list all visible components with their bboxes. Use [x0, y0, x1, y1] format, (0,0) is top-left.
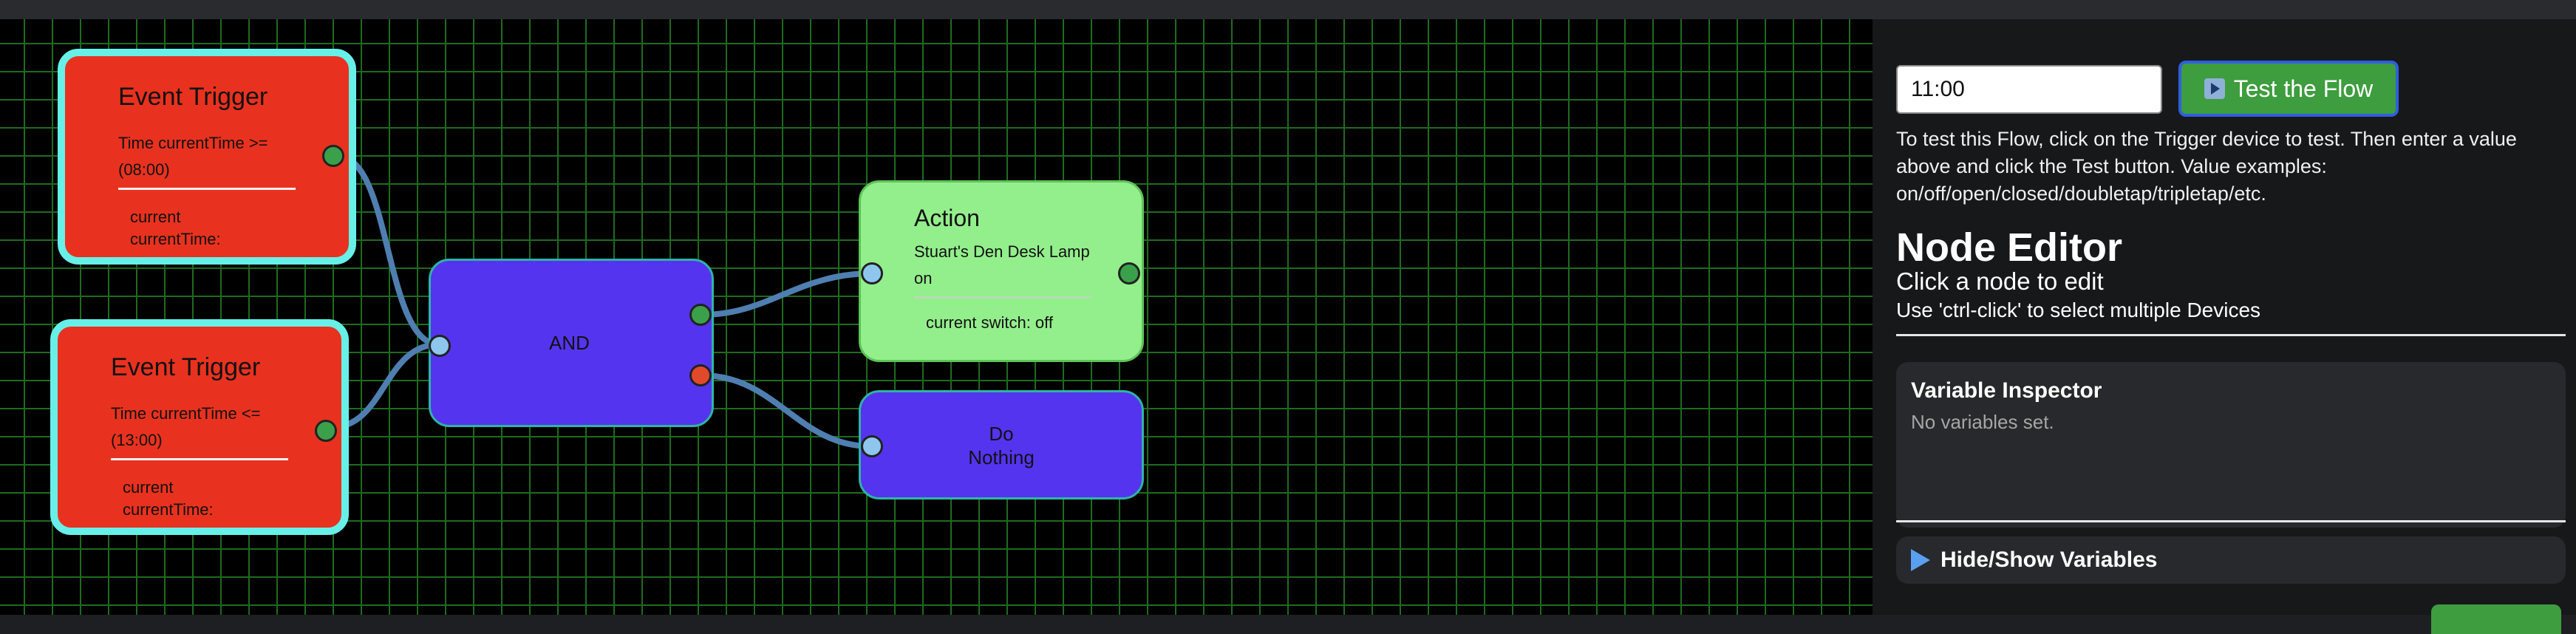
- wire-and-to-action: [701, 270, 873, 318]
- node-condition-value: (08:00): [118, 160, 170, 179]
- action-node[interactable]: Action Stuart's Den Desk Lamp on current…: [859, 180, 1144, 362]
- node-title: Event Trigger: [118, 83, 268, 111]
- output-port[interactable]: [315, 420, 337, 442]
- true-output-port[interactable]: [689, 304, 712, 326]
- hide-show-variables-toggle[interactable]: Hide/Show Variables: [1896, 536, 2566, 584]
- node-divider: [111, 458, 288, 460]
- play-icon: [2204, 78, 2225, 99]
- node-variable-name: currentTime:: [130, 230, 221, 248]
- wire-trigger2-to-and: [332, 341, 440, 430]
- node-title: Action: [914, 205, 980, 231]
- side-panel: Test the Flow To test this Flow, click o…: [1873, 19, 2576, 634]
- false-output-port[interactable]: [689, 364, 712, 386]
- input-port[interactable]: [429, 335, 451, 357]
- output-port[interactable]: [322, 145, 344, 167]
- hide-show-label: Hide/Show Variables: [1940, 548, 2158, 572]
- node-title: Event Trigger: [111, 353, 261, 381]
- node-label-line1: Do: [989, 423, 1014, 445]
- divider: [1896, 334, 2566, 336]
- node-label: AND: [549, 332, 590, 354]
- top-bar: [0, 0, 2576, 19]
- output-port[interactable]: [1118, 262, 1140, 284]
- connection-wires: [332, 154, 873, 449]
- node-condition: Time currentTime >=: [118, 134, 268, 152]
- device-command: on: [914, 269, 933, 287]
- wire-trigger1-to-and: [338, 154, 440, 347]
- variable-inspector-title: Variable Inspector: [1911, 378, 2102, 403]
- flow-canvas[interactable]: Event Trigger Time currentTime >= (08:00…: [0, 19, 1873, 615]
- node-condition-value: (13:00): [111, 431, 163, 449]
- node-variable: current: [123, 478, 174, 497]
- test-value-input[interactable]: [1896, 65, 2162, 114]
- and-node[interactable]: AND: [429, 259, 714, 427]
- node-editor-title: Node Editor: [1896, 225, 2122, 270]
- node-divider: [914, 296, 1091, 299]
- triangle-right-icon: [1911, 549, 1930, 571]
- input-port[interactable]: [861, 435, 883, 457]
- node-condition: Time currentTime <=: [111, 404, 261, 423]
- test-help-text: To test this Flow, click on the Trigger …: [1896, 128, 2517, 205]
- node-editor-subtitle: Click a node to edit: [1896, 267, 2104, 295]
- wire-and-to-nothing: [701, 372, 871, 449]
- node-divider: [118, 188, 296, 190]
- test-flow-button[interactable]: Test the Flow: [2178, 61, 2399, 117]
- do-nothing-node[interactable]: Do Nothing: [859, 390, 1144, 500]
- device-name: Stuart's Den Desk Lamp: [914, 242, 1090, 261]
- bottom-green-button[interactable]: [2431, 604, 2561, 634]
- event-trigger-node-2[interactable]: Event Trigger Time currentTime <= (13:00…: [50, 319, 349, 535]
- node-variable-name: currentTime:: [123, 500, 214, 519]
- variable-inspector-empty: No variables set.: [1911, 411, 2054, 433]
- device-state: current switch: off: [926, 313, 1053, 332]
- node-label-line2: Nothing: [968, 446, 1035, 468]
- node-editor-hint: Use 'ctrl-click' to select multiple Devi…: [1896, 299, 2261, 321]
- test-flow-label: Test the Flow: [2233, 75, 2374, 102]
- event-trigger-node-1[interactable]: Event Trigger Time currentTime >= (08:00…: [58, 49, 356, 265]
- input-port[interactable]: [861, 262, 883, 284]
- divider: [1896, 520, 2566, 522]
- node-variable: current: [130, 208, 181, 226]
- variable-inspector: Variable Inspector No variables set.: [1896, 362, 2566, 528]
